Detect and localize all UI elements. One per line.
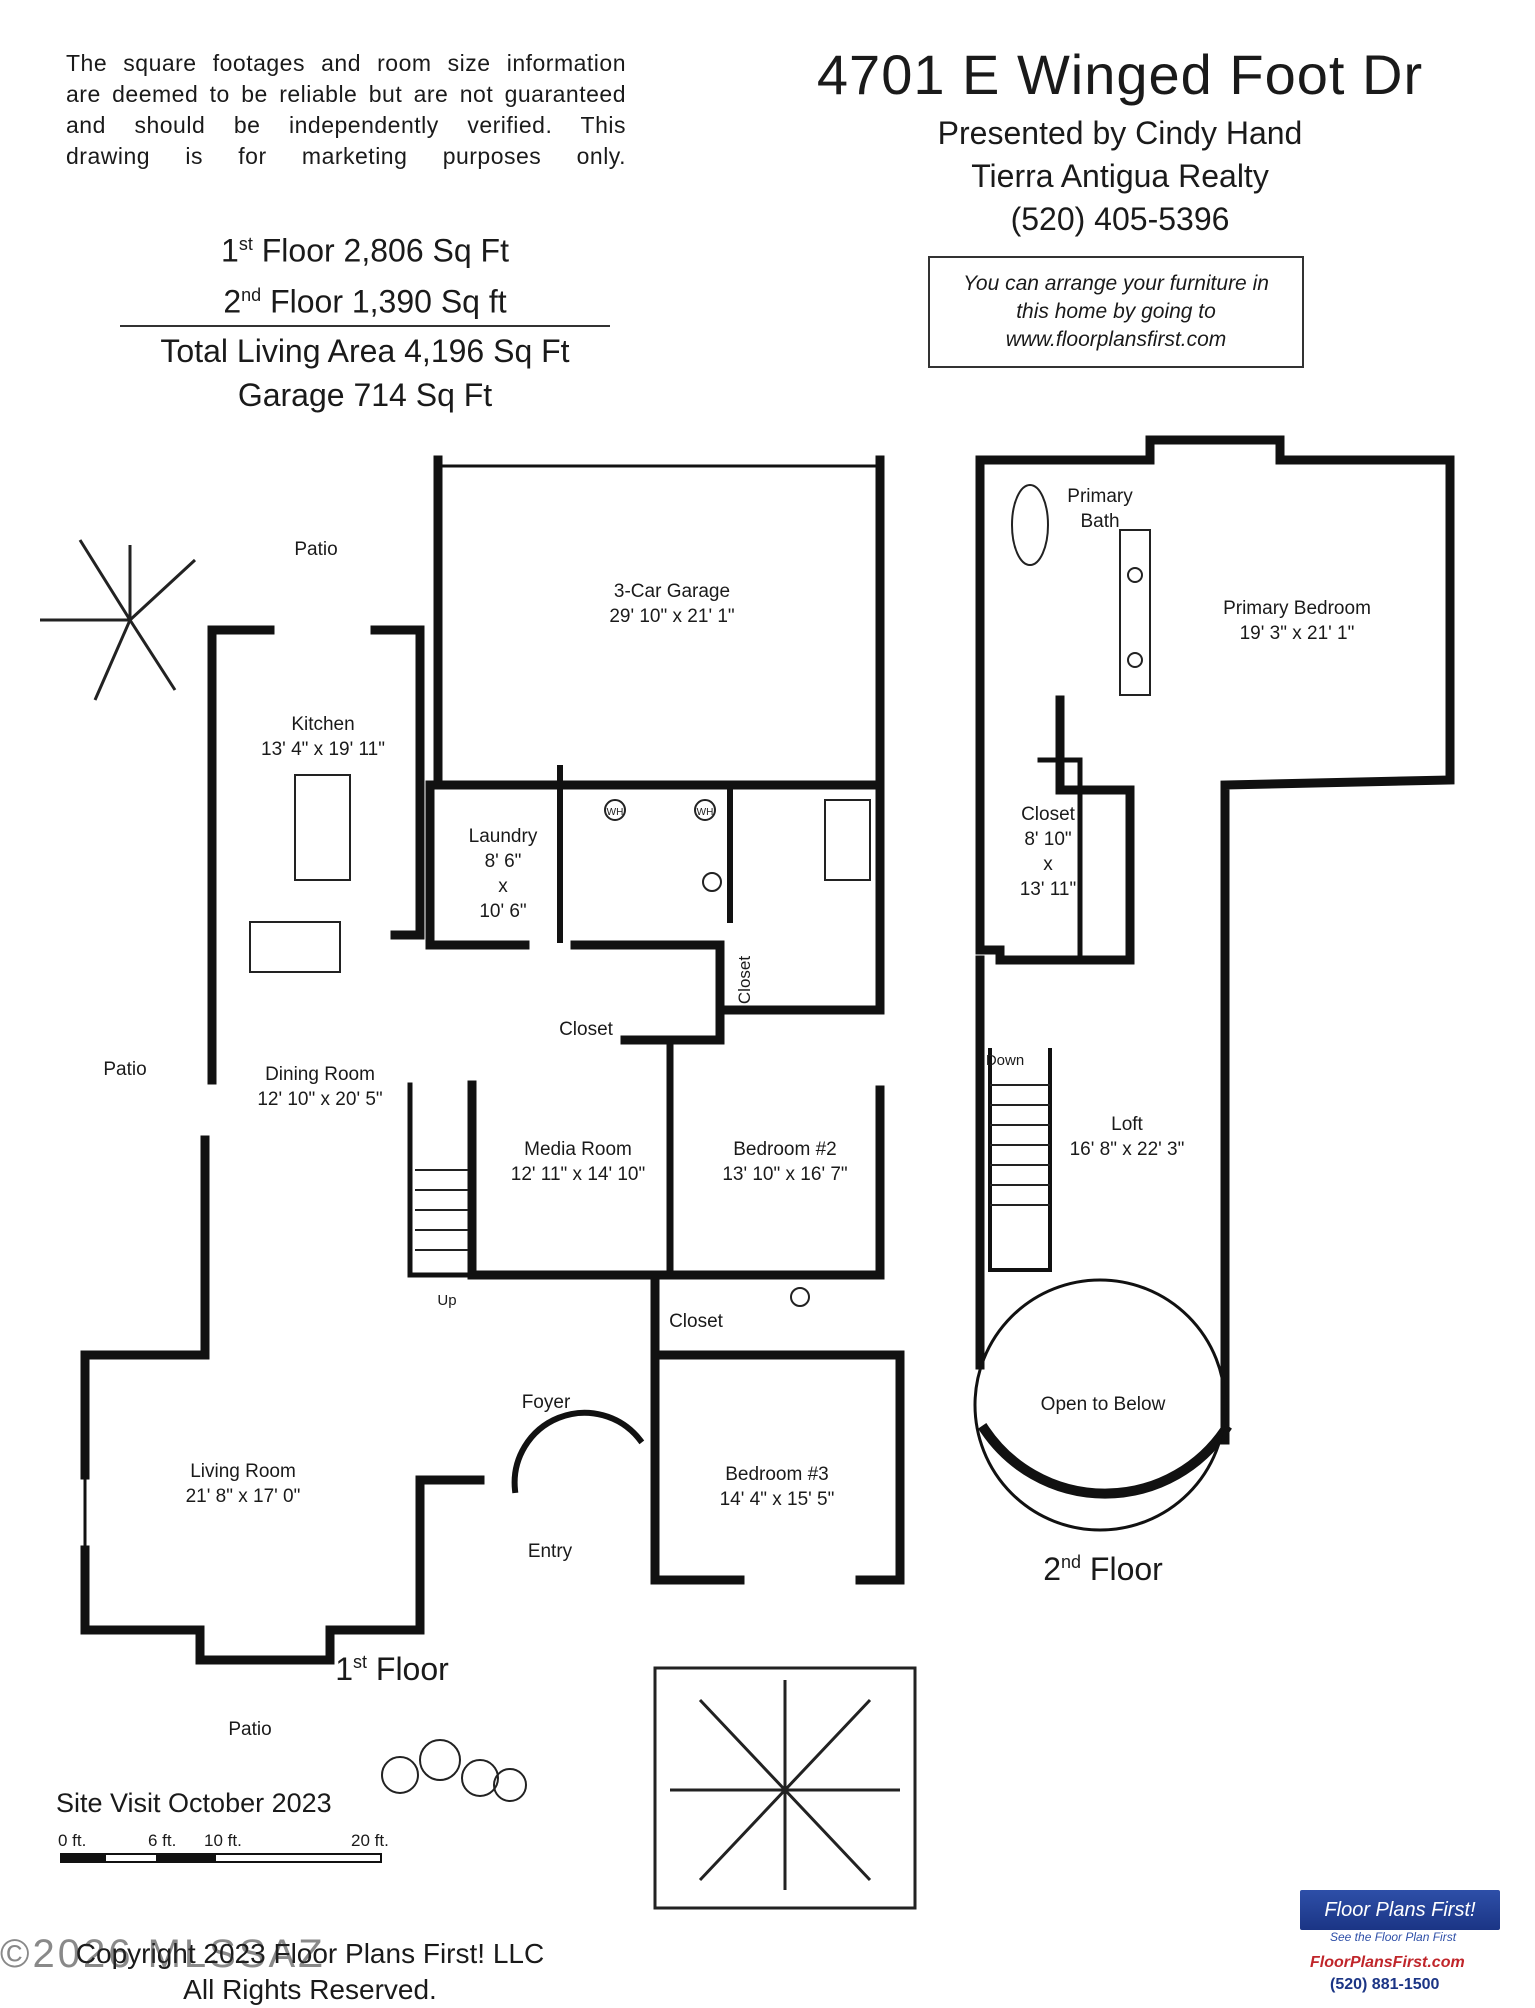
scale-tick-label: 20 ft. [351, 1831, 389, 1850]
entry-label: Entry [528, 1541, 573, 1562]
dining-room-size: 12' 10" x 20' 5" [257, 1089, 382, 1110]
sink-icon [790, 1287, 810, 1307]
stairs-down-label: Down [986, 1052, 1024, 1069]
laundry-height: 10' 6" [479, 901, 526, 922]
loft-label: Loft [1111, 1114, 1143, 1135]
closet-2nd-width: 8' 10" [1024, 829, 1071, 850]
square-footage-summary: 1st Floor 2,806 Sq Ft 2nd Floor 1,390 Sq… [110, 222, 620, 417]
brand-phone: (520) 881-1500 [1330, 1976, 1440, 1993]
garage-area: Garage 714 Sq Ft [237, 377, 493, 414]
mls-watermark: ©2026 MLSSAZ [0, 1932, 326, 1976]
scale-tick-label: 10 ft. [204, 1831, 242, 1850]
vanity [1119, 529, 1151, 696]
disclaimer-line: and should be independently verified. Th… [66, 112, 626, 138]
stairs-up-label: Up [437, 1292, 456, 1309]
closet-bed3-label: Closet [669, 1311, 724, 1332]
garage-walls [433, 455, 885, 790]
patio-south-label: Patio [228, 1719, 271, 1740]
water-heater-label: WH [697, 807, 714, 818]
bedroom-2-size: 13' 10" x 16' 7" [722, 1164, 847, 1185]
water-heater-label: WH [607, 807, 624, 818]
disclaimer-line: are deemed to be reliable but are not gu… [66, 81, 626, 107]
scale-tick-label: 6 ft. [148, 1831, 176, 1850]
presenter-info: Presented by Cindy Hand Tierra Antigua R… [870, 112, 1370, 241]
bedroom-2-label: Bedroom #2 [733, 1139, 837, 1160]
first-floor-title: 1st Floor [335, 1651, 449, 1687]
laundry-label: Laundry [469, 826, 538, 847]
primary-bedroom-label: Primary Bedroom [1223, 598, 1371, 619]
shrub-icon [381, 1739, 527, 1802]
foyer-label: Foyer [522, 1392, 571, 1413]
primary-bath-label: Primary [1067, 486, 1133, 507]
copyright: Copyright 2023 Floor Plans First! LLC Al… [0, 1932, 620, 2008]
presenter-phone: (520) 405-5396 [1010, 201, 1230, 237]
open-to-below-label: Open to Below [1041, 1394, 1166, 1415]
first-floor-area: 1st Floor 2,806 Sq Ft [221, 232, 509, 269]
arrange-line: You can arrange your furniture in [963, 272, 1269, 295]
closet-vertical-label: Closet [735, 956, 754, 1004]
palm-tree-icon [40, 539, 197, 701]
bedroom-3-label: Bedroom #3 [725, 1464, 829, 1485]
disclaimer: The square footages and room size inform… [66, 48, 626, 172]
closet-2nd-height: 13' 11" [1020, 879, 1077, 900]
water-heater-icon [604, 799, 626, 821]
patio-north-label: Patio [294, 539, 337, 560]
water-heater-icon [694, 799, 716, 821]
loft-size: 16' 8" x 22' 3" [1070, 1139, 1185, 1160]
arrange-link[interactable]: www.floorplansfirst.com [1005, 328, 1227, 351]
tree-icon [653, 1666, 917, 1910]
summary-divider [120, 325, 610, 328]
garage-size: 29' 10" x 21' 1" [609, 606, 734, 627]
second-floor-title: 2nd Floor [1043, 1551, 1163, 1587]
brand-url[interactable]: FloorPlansFirst.com [1310, 1954, 1465, 1971]
media-room-size: 12' 11" x 14' 10" [511, 1164, 645, 1185]
primary-bedroom-size: 19' 3" x 21' 1" [1240, 623, 1355, 644]
kitchen-size: 13' 4" x 19' 11" [261, 739, 385, 760]
copyright-line: All Rights Reserved. [183, 1974, 437, 2005]
presenter-name: Presented by Cindy Hand [937, 115, 1303, 151]
closet-hall-label: Closet [559, 1019, 614, 1040]
media-room-label: Media Room [524, 1139, 632, 1160]
total-living-area: Total Living Area 4,196 Sq Ft [160, 333, 570, 370]
dining-room-label: Dining Room [265, 1064, 375, 1085]
kitchen-peninsula [249, 921, 341, 973]
scale-tick-label: 0 ft. [58, 1831, 86, 1850]
copyright-line: Copyright 2023 Floor Plans First! LLC [75, 1938, 545, 1969]
bedroom-3-size: 14' 4" x 15' 5" [720, 1489, 835, 1510]
primary-bath-label: Bath [1080, 511, 1119, 532]
living-room-size: 21' 8" x 17' 0" [186, 1486, 301, 1507]
disclaimer-line: The square footages and room size inform… [66, 50, 626, 76]
presenter-company: Tierra Antigua Realty [971, 158, 1269, 194]
laundry-width: 8' 6" [485, 851, 522, 872]
garage-label: 3-Car Garage [614, 581, 730, 602]
living-room-label: Living Room [190, 1461, 296, 1482]
arrange-line: this home by going to [1016, 300, 1216, 323]
bathtub-icon [1011, 484, 1049, 566]
brand-logo: Floor Plans First! [1300, 1890, 1500, 1930]
second-floor-area: 2nd Floor 1,390 Sq ft [223, 283, 507, 320]
floor-plans-first-brand: Floor Plans First! See the Floor Plan Fi… [1250, 1890, 1500, 1994]
patio-west-label: Patio [103, 1059, 146, 1080]
sink-icon [1127, 567, 1143, 583]
brand-tagline: See the Floor Plan First [1330, 1930, 1457, 1944]
kitchen-island [294, 774, 351, 881]
open-to-below-circle [973, 1278, 1227, 1532]
furniture-arrange-box: You can arrange your furniture in this h… [928, 256, 1304, 368]
laundry-x: x [498, 876, 508, 897]
closet-2nd-label: Closet [1021, 804, 1076, 825]
scale-bar: 0 ft. 6 ft. 10 ft. 20 ft. [56, 1826, 416, 1881]
sink-icon [702, 872, 722, 892]
site-visit-date: Site Visit October 2023 [56, 1788, 332, 1818]
closet-2nd-x: x [1043, 854, 1053, 875]
bathtub-icon [824, 799, 871, 881]
sink-icon [1127, 652, 1143, 668]
disclaimer-line: drawing is for marketing purposes only. [66, 143, 626, 169]
kitchen-label: Kitchen [291, 714, 354, 735]
property-address: 4701 E Winged Foot Dr [816, 43, 1424, 106]
